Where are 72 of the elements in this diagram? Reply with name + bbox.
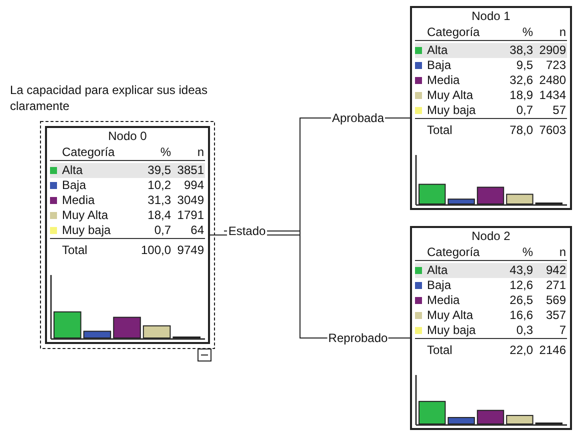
column-header: n — [558, 25, 567, 40]
count-value: 7 — [558, 323, 567, 338]
percent-value: 16,6 — [508, 308, 533, 323]
tree-node-box — [410, 226, 572, 430]
count-value: 2146 — [538, 343, 567, 358]
count-value: 2909 — [538, 43, 567, 58]
count-value: 9749 — [176, 243, 205, 258]
percent-value: 43,9 — [508, 263, 533, 278]
count-value: 271 — [544, 278, 567, 293]
percent-value: 10,2 — [146, 178, 171, 193]
node-title: Nodo 1 — [472, 9, 510, 23]
node-title: Nodo 0 — [108, 129, 147, 143]
category-name: Muy baja — [426, 103, 477, 118]
percent-value: 0,7 — [515, 103, 533, 118]
category-name: Muy baja — [426, 323, 477, 338]
percent-value: 12,6 — [508, 278, 533, 293]
percent-value: 32,6 — [508, 73, 533, 88]
count-value: 1791 — [176, 208, 205, 223]
dependent-variable-title: La capacidad para explicar sus ideas claramente — [10, 82, 208, 114]
percent-value: 22,0 — [508, 343, 533, 358]
category-name: Muy Alta — [61, 208, 110, 223]
category-name: Media — [61, 193, 96, 208]
count-value: 64 — [190, 223, 205, 238]
category-name: Media — [426, 73, 461, 88]
percent-value: 9,5 — [515, 58, 533, 73]
percent-value: 38,3 — [508, 43, 533, 58]
percent-value: 78,0 — [508, 123, 533, 138]
percent-value: 0,3 — [515, 323, 533, 338]
count-value: 7603 — [538, 123, 567, 138]
count-value: 569 — [544, 293, 567, 308]
percent-value: 39,5 — [146, 163, 171, 178]
count-value: 2480 — [538, 73, 567, 88]
category-name: Baja — [61, 178, 88, 193]
total-label: Total — [426, 123, 454, 138]
percent-value: 0,7 — [153, 223, 171, 238]
category-name: Baja — [426, 58, 452, 73]
percent-value: 100,0 — [140, 243, 171, 258]
category-name: Alta — [61, 163, 84, 178]
total-label: Total — [426, 343, 454, 358]
column-header: n — [196, 145, 205, 160]
count-value: 3049 — [176, 193, 205, 208]
count-value: 723 — [544, 58, 567, 73]
edge-label: Aprobada — [330, 111, 386, 125]
column-header: % — [521, 245, 533, 260]
column-header: % — [521, 25, 533, 40]
tree-node-box — [410, 6, 572, 210]
category-name: Media — [426, 293, 461, 308]
category-name: Alta — [426, 43, 449, 58]
percent-value: 18,4 — [146, 208, 171, 223]
count-value: 3851 — [176, 163, 205, 178]
category-name: Alta — [426, 263, 449, 278]
category-name: Muy Alta — [426, 88, 474, 103]
column-header: n — [558, 245, 567, 260]
count-value: 994 — [182, 178, 205, 193]
percent-value: 31,3 — [146, 193, 171, 208]
count-value: 942 — [544, 263, 567, 278]
column-header: Categoría — [426, 25, 481, 40]
percent-value: 26,5 — [508, 293, 533, 308]
node-title: Nodo 2 — [472, 229, 510, 243]
total-label: Total — [61, 243, 88, 258]
column-header: Categoría — [61, 145, 116, 160]
edge-label: Reprobado — [327, 331, 389, 345]
category-name: Muy baja — [61, 223, 112, 238]
count-value: 57 — [552, 103, 567, 118]
category-name: Muy Alta — [426, 308, 474, 323]
category-name: Baja — [426, 278, 452, 293]
count-value: 357 — [544, 308, 567, 323]
count-value: 1434 — [538, 88, 567, 103]
column-header: Categoría — [426, 245, 481, 260]
split-variable-label: Estado — [227, 224, 267, 238]
column-header: % — [159, 145, 171, 160]
percent-value: 18,9 — [508, 88, 533, 103]
